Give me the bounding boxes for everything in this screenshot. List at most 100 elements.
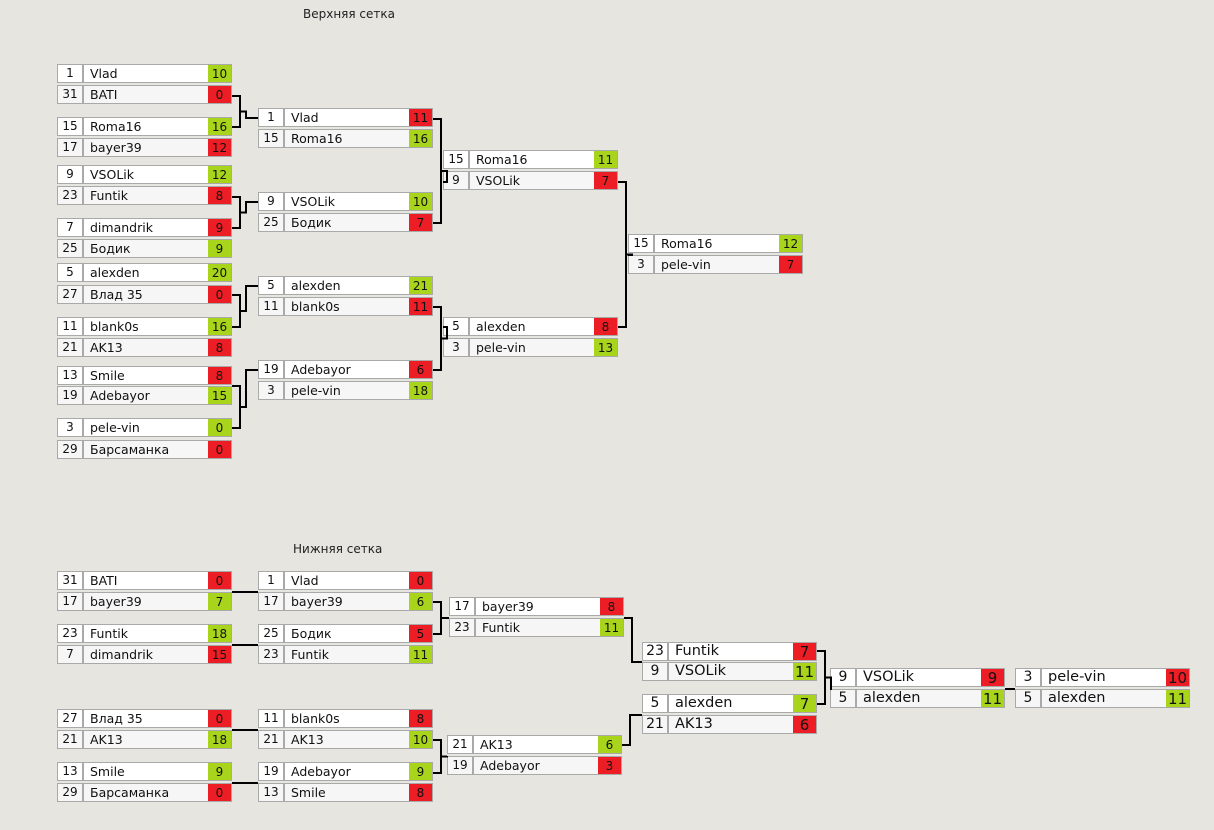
player-seed: 27 — [58, 286, 84, 303]
player-name: alexden — [1042, 690, 1166, 707]
player-seed: 23 — [450, 619, 476, 636]
score-loss: 12 — [208, 139, 231, 156]
player-seed: 5 — [444, 318, 470, 335]
score-win: 18 — [208, 625, 231, 642]
score-win: 21 — [409, 277, 432, 294]
player-name: Funtik — [285, 646, 409, 663]
score-win: 11 — [409, 646, 432, 663]
connector-line — [433, 118, 442, 224]
connector-line — [433, 601, 442, 635]
score-loss: 0 — [208, 784, 231, 801]
score-win: 11 — [594, 151, 617, 168]
score-loss: 8 — [208, 339, 231, 356]
player-name: VSOLik — [84, 166, 208, 183]
player-seed: 13 — [259, 784, 285, 801]
player-seed: 13 — [58, 763, 84, 780]
score-loss: 0 — [208, 572, 231, 589]
player-seed: 27 — [58, 710, 84, 727]
player-name: Roma16 — [470, 151, 594, 168]
connector-line — [618, 181, 627, 328]
score-loss: 3 — [598, 757, 621, 774]
player-name: AK13 — [84, 339, 208, 356]
player-name: Бодик — [285, 214, 409, 231]
player-seed: 3 — [444, 339, 470, 356]
player-seed: 25 — [259, 625, 285, 642]
score-win: 6 — [409, 593, 432, 610]
connector-line — [232, 196, 241, 229]
player-name: AK13 — [669, 716, 793, 733]
connector-line — [232, 95, 241, 128]
player-name: pele-vin — [1042, 669, 1166, 686]
player-name: Барсаманка — [84, 441, 208, 458]
score-win: 16 — [409, 130, 432, 147]
score-win: 11 — [1166, 690, 1189, 708]
score-win: 15 — [208, 387, 231, 404]
player-name: alexden — [857, 690, 981, 707]
score-loss: 8 — [208, 367, 231, 384]
score-loss: 11 — [409, 109, 432, 126]
player-name: blank0s — [285, 710, 409, 727]
player-seed: 19 — [58, 387, 84, 404]
player-seed: 19 — [259, 361, 285, 378]
score-win: 10 — [409, 731, 432, 748]
player-seed: 3 — [629, 256, 655, 273]
score-win: 7 — [793, 695, 816, 713]
score-loss: 10 — [1166, 669, 1189, 687]
score-win: 10 — [409, 193, 432, 210]
score-win: 12 — [779, 235, 802, 252]
player-seed: 31 — [58, 86, 84, 103]
player-name: Funtik — [669, 643, 793, 660]
score-win: 9 — [208, 240, 231, 257]
player-name: Roma16 — [84, 118, 208, 135]
player-name: Adebayor — [474, 757, 598, 774]
player-seed: 21 — [259, 731, 285, 748]
player-seed: 17 — [58, 593, 84, 610]
player-name: Барсаманка — [84, 784, 208, 801]
score-loss: 0 — [208, 286, 231, 303]
score-loss: 7 — [779, 256, 802, 273]
player-name: pele-vin — [470, 339, 594, 356]
player-name: AK13 — [285, 731, 409, 748]
player-seed: 29 — [58, 441, 84, 458]
player-name: Funtik — [84, 187, 208, 204]
player-seed: 21 — [58, 339, 84, 356]
score-loss: 7 — [793, 643, 816, 661]
player-seed: 9 — [58, 166, 84, 183]
player-seed: 7 — [58, 219, 84, 236]
player-seed: 9 — [444, 172, 470, 189]
score-win: 0 — [208, 419, 231, 436]
score-loss: 7 — [594, 172, 617, 189]
player-name: bayer39 — [476, 598, 600, 615]
score-loss: 8 — [409, 784, 432, 801]
player-seed: 15 — [259, 130, 285, 147]
player-seed: 17 — [58, 139, 84, 156]
score-loss: 15 — [208, 646, 231, 663]
score-win: 18 — [208, 731, 231, 748]
connector-line — [624, 617, 642, 663]
player-seed: 5 — [58, 264, 84, 281]
player-name: Roma16 — [285, 130, 409, 147]
